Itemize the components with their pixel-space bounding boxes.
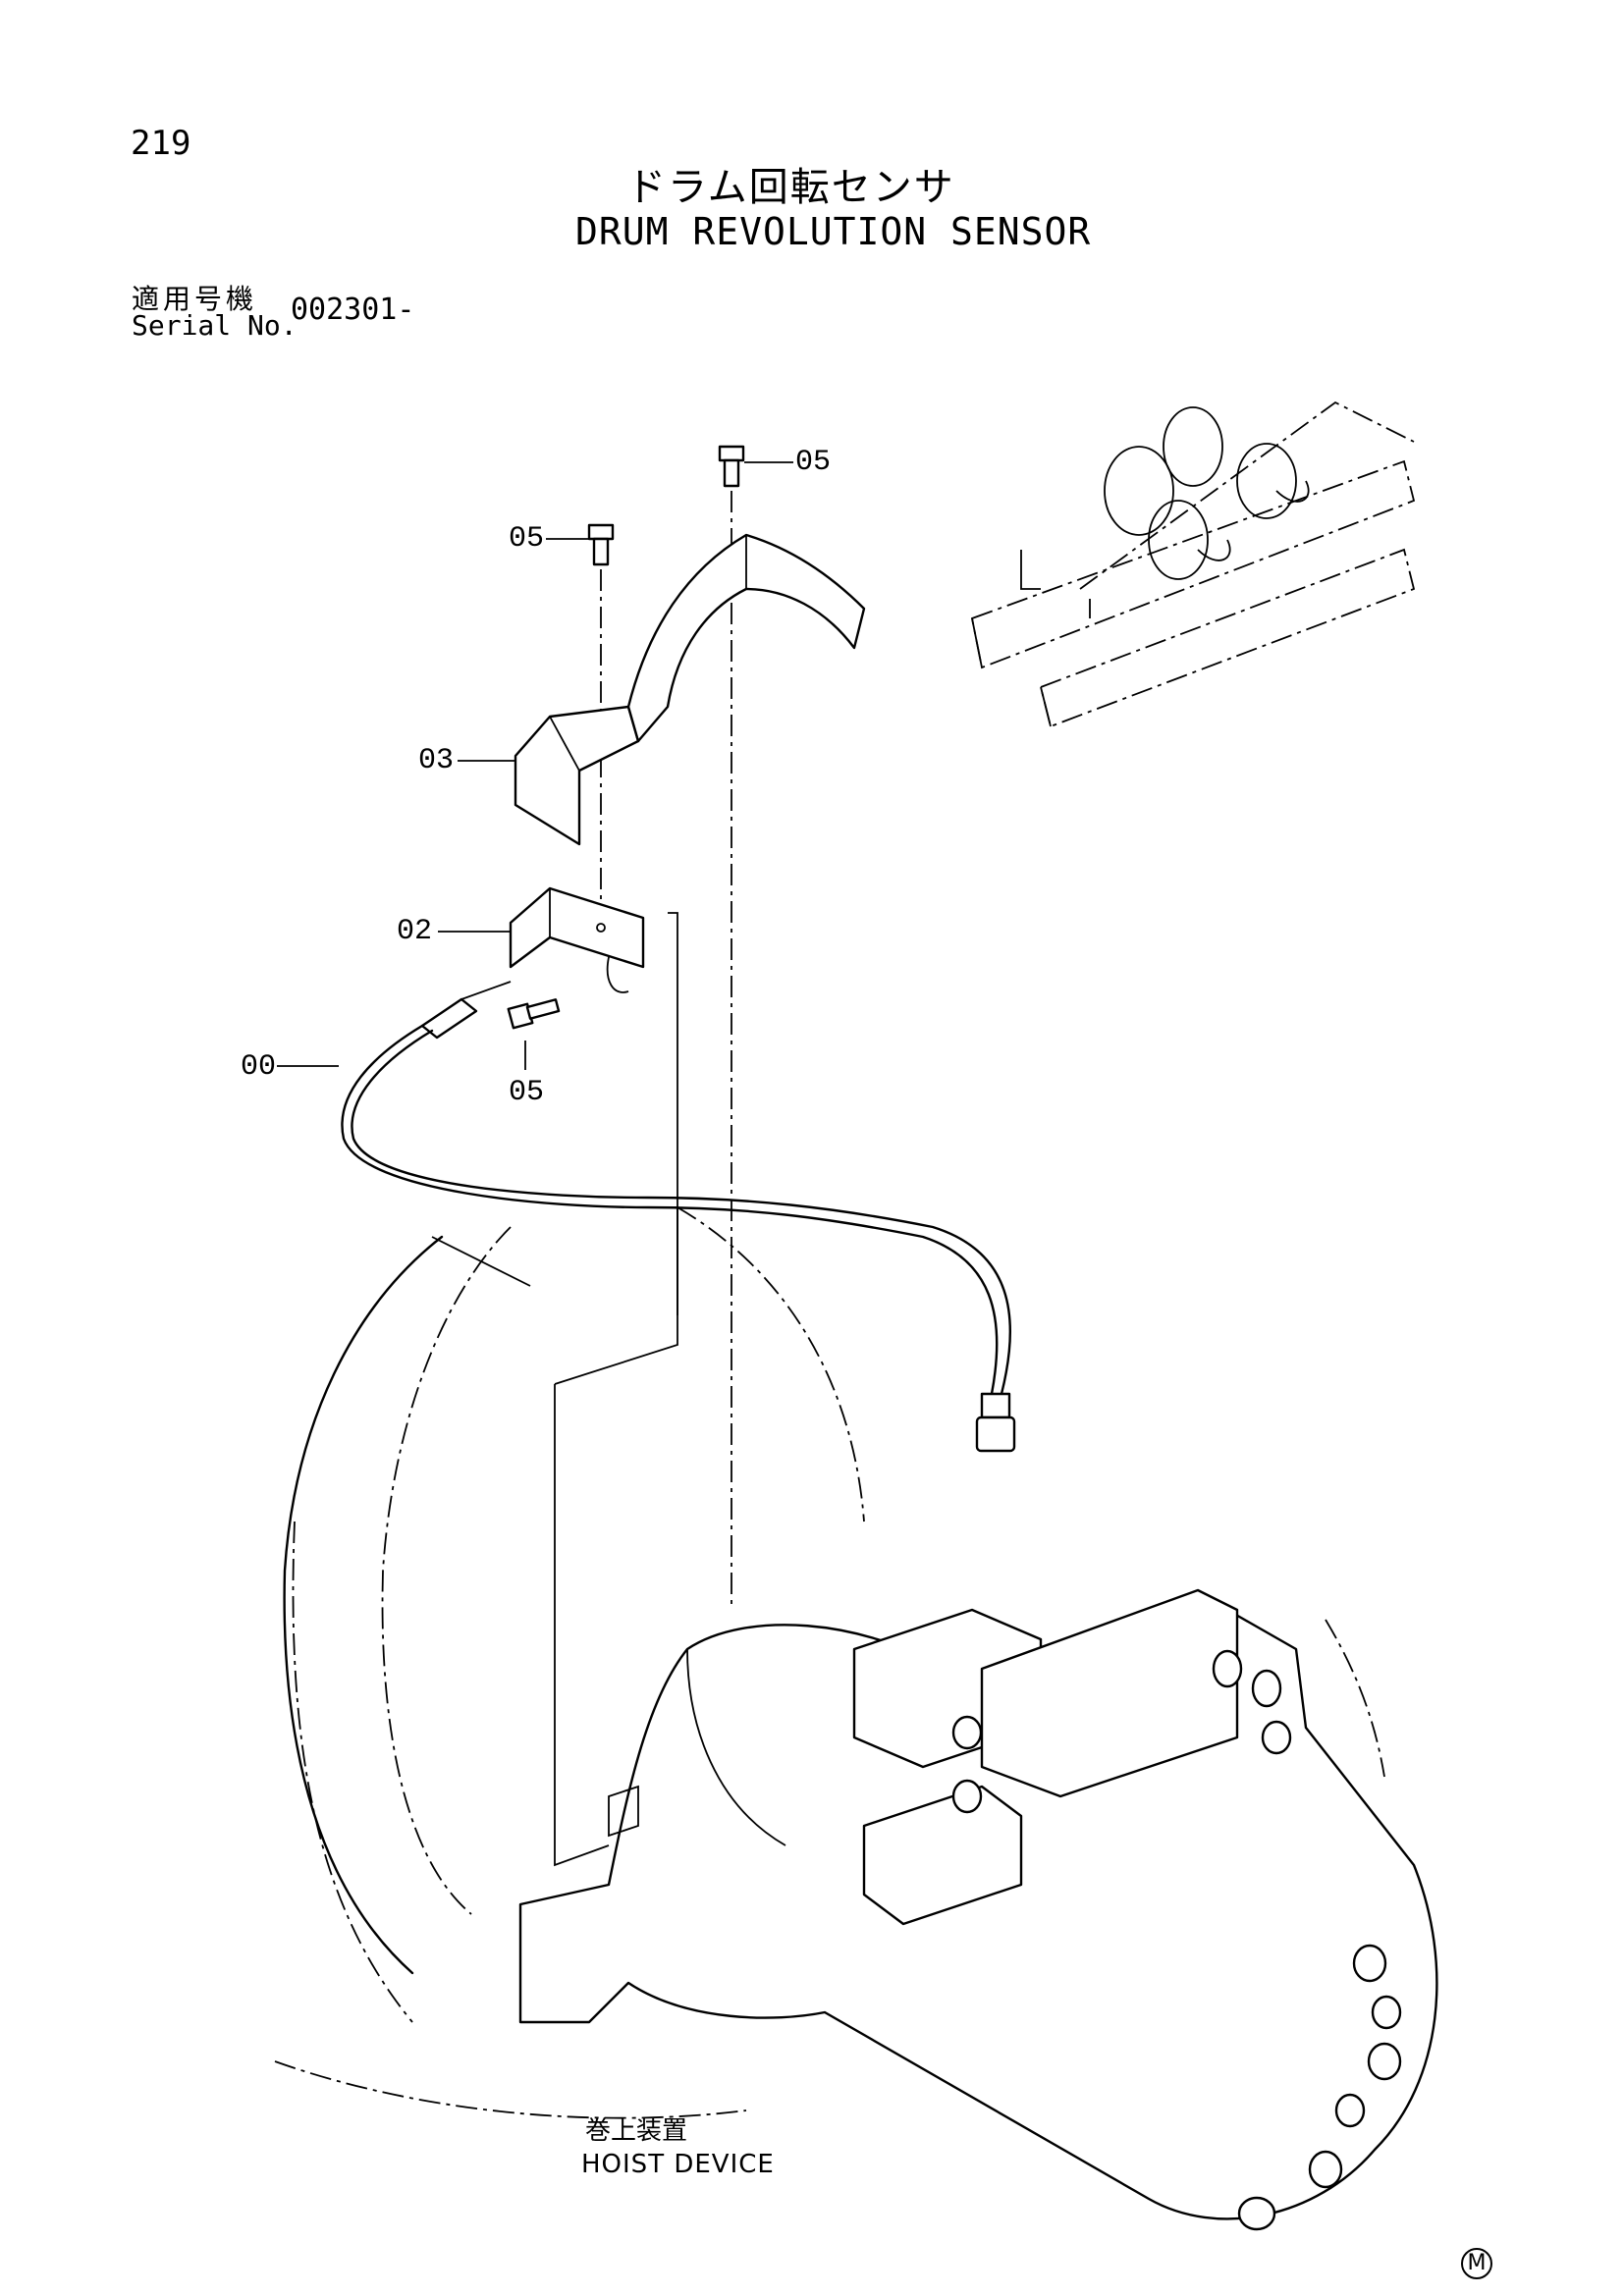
callout-05-lower: 05 <box>509 1076 545 1109</box>
hoist-device-label-english: HOIST DEVICE <box>581 2150 775 2179</box>
callout-02: 02 <box>397 915 433 948</box>
hoist-device-label-japanese: 巻上装置 <box>585 2116 688 2146</box>
corner-mark: M <box>1461 2248 1492 2279</box>
callout-05-upper-left: 05 <box>509 522 545 556</box>
title-english: DRUM REVOLUTION SENSOR <box>575 210 1092 253</box>
serial-number-value: 002301- <box>291 293 415 327</box>
support-plate <box>554 912 678 1867</box>
serial-label-japanese: 適用号機 <box>132 283 258 315</box>
page-number: 219 <box>131 124 191 163</box>
inset-locator-view <box>970 400 1416 728</box>
title-japanese: ドラム回転センサ <box>626 165 955 210</box>
serial-label-english: Serial No. <box>132 309 298 342</box>
bolt-05-top <box>718 445 745 488</box>
callout-00: 00 <box>241 1050 277 1084</box>
bracket-02 <box>509 886 645 993</box>
bolt-05-lower <box>507 998 561 1030</box>
hoist-device-housing <box>518 1588 1438 2231</box>
sensor-00 <box>341 981 1016 1453</box>
bolt-05-upper-left <box>587 523 615 566</box>
callout-05-top: 05 <box>795 446 832 479</box>
cover-03 <box>514 533 866 846</box>
callout-03: 03 <box>418 744 455 777</box>
leader-lines <box>277 461 793 1070</box>
hoist-drum <box>274 1206 865 2119</box>
